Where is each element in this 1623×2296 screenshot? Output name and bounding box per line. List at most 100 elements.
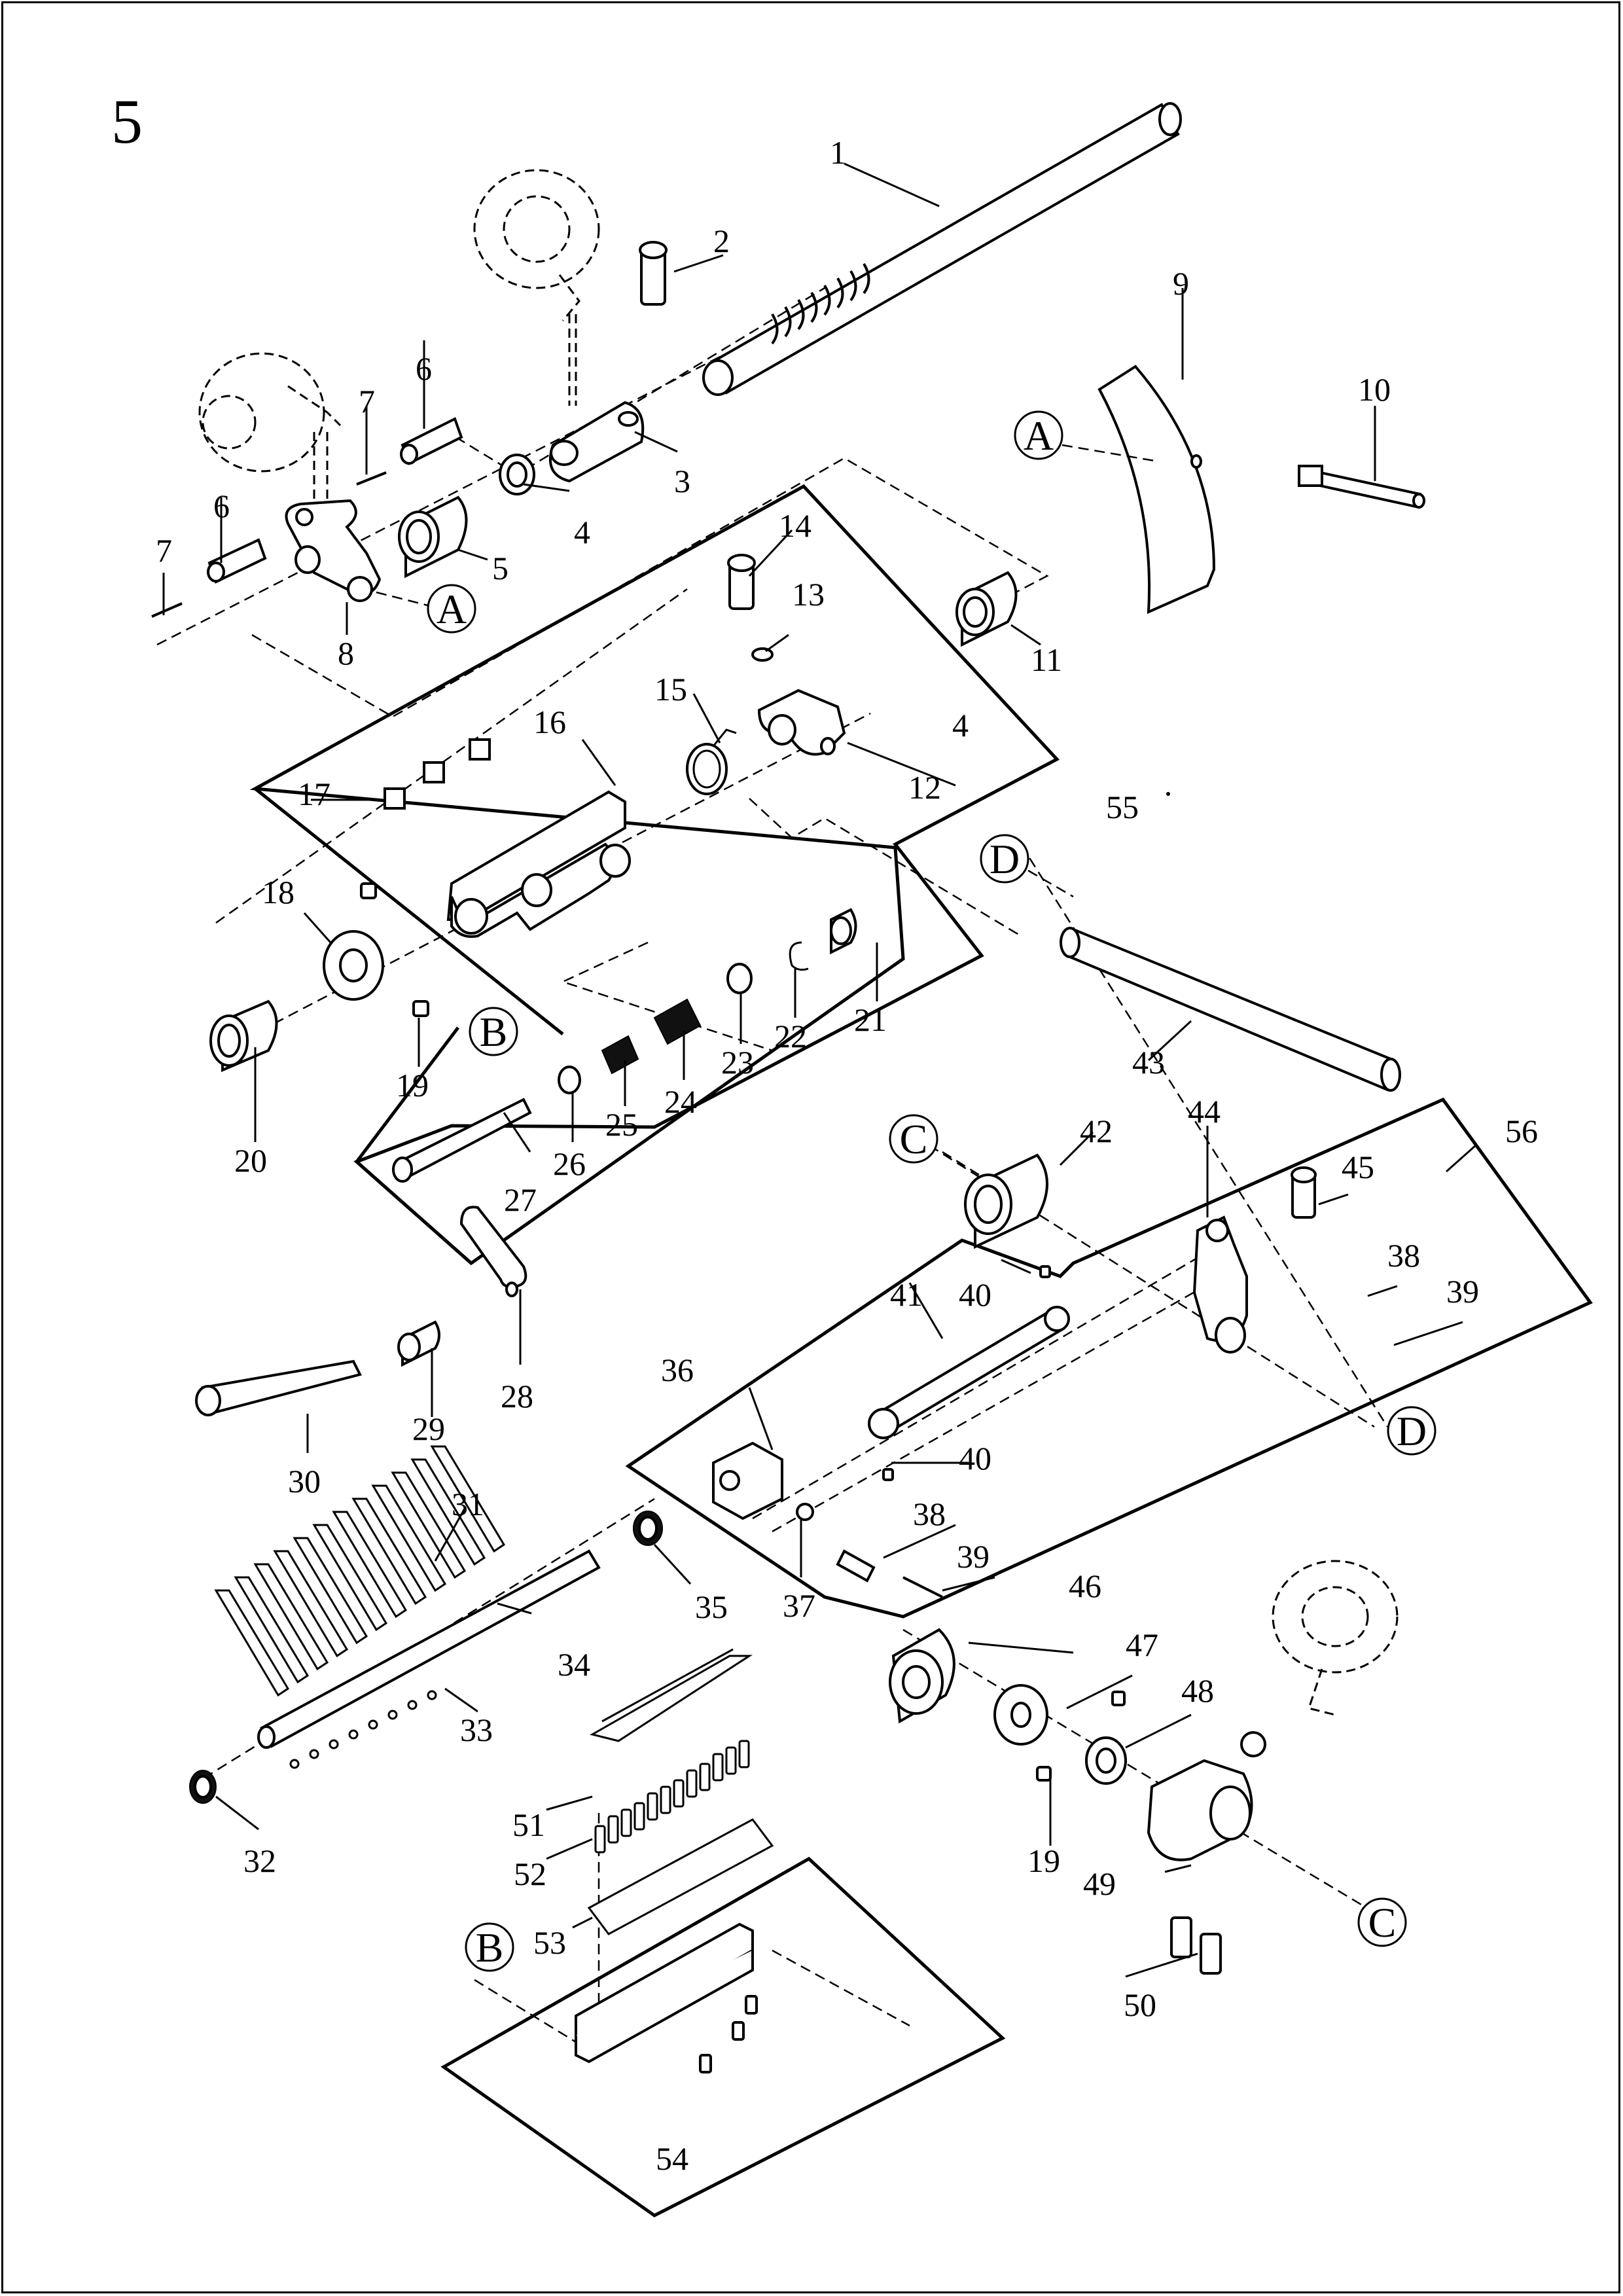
- svg-text:B: B: [476, 1924, 504, 1971]
- callout-47: 47: [1126, 1626, 1158, 1663]
- part-47-washer: [993, 1684, 1048, 1746]
- callout-15: 15: [654, 671, 687, 708]
- dashed-line-link: [752, 1249, 1211, 1520]
- callout-46: 46: [1069, 1568, 1101, 1604]
- callout-48: 48: [1181, 1672, 1214, 1709]
- reference-marker-a: A: [1014, 410, 1159, 463]
- part-16-bracket: [446, 790, 631, 938]
- part-5-bushing: [398, 495, 468, 579]
- callout-18: 18: [262, 874, 294, 910]
- callout-19: 19: [396, 1067, 429, 1103]
- callout-56: 56: [1505, 1113, 1538, 1149]
- dashed-line-bracket: [749, 798, 1022, 937]
- svg-text:B: B: [480, 1009, 508, 1055]
- reference-marker-a: A: [376, 584, 476, 634]
- part-44-lever: [1192, 1215, 1248, 1354]
- part-31-finger-set: [214, 1445, 506, 1697]
- part-21-bushing: [830, 908, 857, 955]
- callout-1: 1: [830, 134, 846, 171]
- reference-marker-d: D: [980, 834, 1074, 898]
- part-1-main-shaft: [702, 102, 1182, 396]
- reference-marker-b: B: [465, 1922, 514, 1972]
- callout-41: 41: [890, 1276, 923, 1313]
- part-13-washer: [751, 647, 774, 662]
- part-3-clamp-collar: [549, 401, 645, 483]
- callout-54: 54: [656, 2140, 688, 2177]
- callout-19: 19: [1027, 1842, 1060, 1879]
- callout-10: 10: [1358, 371, 1391, 408]
- callout-13: 13: [792, 576, 825, 613]
- reference-marker-c: C: [889, 1114, 938, 1164]
- callout-34: 34: [558, 1646, 590, 1683]
- part-8-lever: [285, 499, 382, 602]
- callout-49: 49: [1083, 1865, 1116, 1902]
- part-43-shaft: [1060, 927, 1401, 1092]
- part-2-screw: [639, 241, 668, 306]
- callout-33: 33: [460, 1712, 493, 1748]
- svg-text:C: C: [1368, 1899, 1397, 1946]
- callout-36: 36: [661, 1352, 694, 1388]
- callout-50: 50: [1124, 1986, 1156, 2023]
- part-6-pin-sleeve-lower: [207, 538, 267, 584]
- callout-7: 7: [156, 532, 172, 569]
- part-41-link: [868, 1306, 1070, 1439]
- reference-marker-d: D: [1387, 1406, 1436, 1456]
- callout-31: 31: [452, 1486, 484, 1522]
- callout-23: 23: [721, 1044, 754, 1081]
- callout-37: 37: [783, 1587, 815, 1624]
- part-23-washer: [726, 963, 753, 994]
- callout-20: 20: [234, 1142, 267, 1179]
- callout-3: 3: [674, 463, 690, 499]
- dashed-line-block-screws: [772, 1949, 910, 2027]
- part-29-bushing: [397, 1320, 440, 1367]
- part-40-set-screw-upper: [1039, 1265, 1051, 1278]
- part-25-spring: [601, 1035, 639, 1075]
- callout-labels: 1 2 3 4 4 5 6 6 7 7 8 9 10 11 12 13 14 1…: [156, 134, 1538, 2177]
- callout-25: 25: [605, 1106, 638, 1143]
- callout-45: 45: [1342, 1149, 1374, 1185]
- part-53-guide-set: [587, 1818, 774, 1935]
- svg-text:A: A: [437, 586, 467, 632]
- callout-28: 28: [501, 1378, 533, 1414]
- callout-53: 53: [533, 1924, 566, 1961]
- dashed-line-spring-group: [560, 941, 774, 1088]
- part-37-set-screw: [796, 1503, 814, 1521]
- part-33-ball-set: [289, 1690, 437, 1769]
- callout-39: 39: [957, 1538, 990, 1575]
- dashed-axis-spring: [215, 588, 688, 924]
- part-15-torsion-spring: [686, 728, 737, 795]
- part-46-hub: [889, 1628, 955, 1724]
- part-35-bushing: [633, 1511, 663, 1546]
- callout-30: 30: [288, 1463, 321, 1499]
- svg-text:D: D: [990, 836, 1020, 882]
- part-12-crank: [757, 689, 846, 756]
- callout-38: 38: [913, 1496, 946, 1532]
- part-39-pin: [902, 1576, 943, 1598]
- part-38-pin-sleeve: [836, 1549, 876, 1583]
- dashed-line-link-2: [772, 1282, 1211, 1533]
- part-45-screw: [1291, 1166, 1317, 1219]
- part-34-shaft: [257, 1549, 601, 1749]
- svg-text:C: C: [900, 1116, 928, 1162]
- part-32-bushing: [189, 1770, 217, 1804]
- callout-39: 39: [1446, 1273, 1479, 1310]
- callout-51: 51: [512, 1806, 545, 1843]
- ghost-housing-right: [1272, 1560, 1399, 1716]
- callout-24: 24: [664, 1083, 697, 1120]
- part-19-set-screw: [412, 1000, 429, 1017]
- assembly-boundary-55-left: [254, 787, 564, 1035]
- reference-marker-c: C: [1357, 1897, 1407, 1947]
- part-11-bushing: [955, 571, 1018, 647]
- ghost-housing-top: [473, 169, 600, 406]
- callout-40: 40: [959, 1276, 991, 1313]
- part-30-pin: [195, 1359, 362, 1416]
- callout-17: 17: [298, 776, 330, 812]
- callout-8: 8: [338, 635, 354, 672]
- callout-4: 4: [952, 707, 969, 744]
- stray-dot: [1166, 792, 1170, 796]
- part-7-pin-lower: [151, 602, 183, 618]
- callout-12: 12: [908, 769, 941, 806]
- part-18-collar: [323, 882, 384, 1001]
